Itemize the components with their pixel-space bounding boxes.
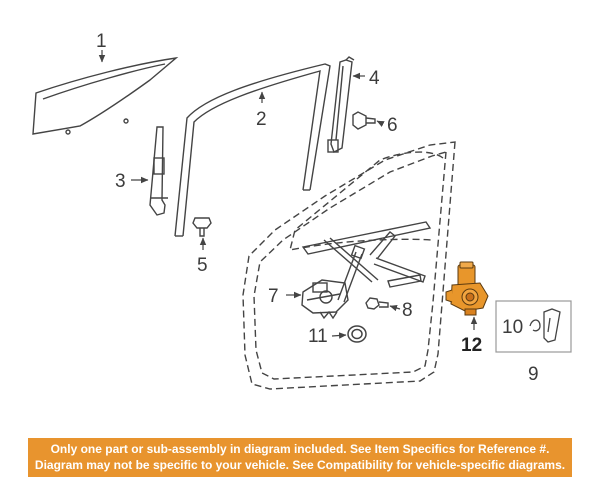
- callout-5: 5: [197, 255, 208, 276]
- grommet: [347, 325, 367, 343]
- callout-1: 1: [96, 31, 107, 52]
- door-shell-outline: [242, 141, 456, 390]
- callout-11: 11: [308, 326, 328, 347]
- disclaimer-line-1: Only one part or sub-assembly in diagram…: [50, 442, 550, 456]
- window-regulator: [301, 221, 432, 303]
- callout-4: 4: [369, 68, 380, 89]
- callout-2: 2: [256, 109, 267, 130]
- disclaimer-line-2: Diagram may not be specific to your vehi…: [34, 458, 566, 472]
- leader-lines: [98, 50, 478, 339]
- glass-run-channel: [174, 63, 331, 237]
- callout-8: 8: [402, 300, 413, 321]
- callout-6: 6: [387, 115, 398, 136]
- bolt-8: [365, 297, 389, 310]
- callout-7: 7: [268, 286, 279, 307]
- connector-box: [495, 300, 572, 353]
- division-bar: [149, 126, 168, 216]
- bolt-5: [192, 217, 212, 237]
- callout-3: 3: [115, 171, 126, 192]
- regulator-motor: [301, 279, 349, 320]
- door-glass: [32, 56, 179, 135]
- callout-12: 12: [461, 335, 482, 356]
- wire-harness-connector: [529, 308, 561, 343]
- window-motor-highlighted: [445, 261, 489, 316]
- parts-diagram: 1 2 3 4 5 6 7 8 11 12 10 9: [32, 31, 572, 390]
- disclaimer-banner: Only one part or sub-assembly in diagram…: [28, 438, 572, 477]
- rear-division-bar: [327, 56, 355, 153]
- callout-9: 9: [528, 364, 539, 385]
- callout-10: 10: [502, 317, 523, 338]
- bolt-6: [352, 111, 376, 130]
